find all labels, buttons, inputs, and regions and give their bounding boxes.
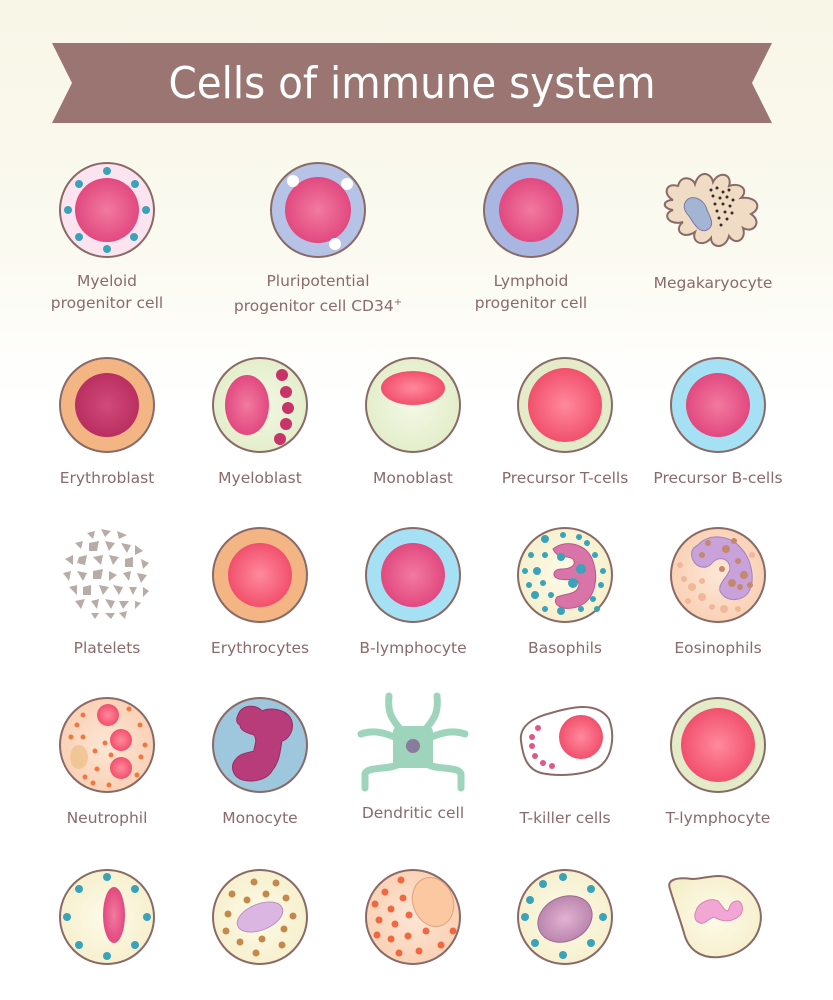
cell-icon bbox=[59, 869, 155, 965]
cell-megakaryocyte: Megakaryocyte bbox=[633, 160, 793, 294]
title-banner: Cells of immune system bbox=[52, 43, 772, 123]
cell-erythrocytes: Erythrocytes bbox=[180, 525, 340, 659]
cell-label: Myeloblast bbox=[218, 469, 302, 487]
cell-basophils: Basophils bbox=[485, 525, 645, 659]
erythrocytes-icon bbox=[212, 527, 308, 623]
cell-erythroblast: Erythroblast bbox=[27, 355, 187, 489]
cell-icon bbox=[668, 874, 762, 959]
page-title: Cells of immune system bbox=[168, 57, 656, 109]
neutrophil-icon bbox=[59, 697, 155, 793]
cell-label: B-lymphocyte bbox=[359, 639, 467, 657]
cell-b-lymphocyte: B-lymphocyte bbox=[333, 525, 493, 659]
cell-label: Precursor B-cells bbox=[653, 469, 783, 487]
megakaryocyte-icon bbox=[663, 173, 759, 247]
cell-label: Dendritic cell bbox=[361, 804, 465, 822]
cell-label: T-killer cells bbox=[519, 809, 611, 827]
cell-row5-2 bbox=[180, 867, 340, 967]
cell-t-killer: T-killer cells bbox=[485, 695, 645, 829]
b-lymphocyte-icon bbox=[365, 527, 461, 623]
cell-icon bbox=[365, 869, 461, 965]
cell-label: Megakaryocyte bbox=[653, 274, 773, 292]
cell-label: Basophils bbox=[527, 639, 603, 657]
cell-label: Platelets bbox=[73, 639, 141, 657]
cell-row5-4 bbox=[485, 867, 645, 967]
cell-precursor-b: Precursor B-cells bbox=[638, 355, 798, 489]
cell-label: Precursor T-cells bbox=[501, 469, 629, 487]
cell-eosinophils: Eosinophils bbox=[638, 525, 798, 659]
eosinophils-icon bbox=[670, 527, 766, 623]
basophils-icon bbox=[517, 527, 613, 623]
t-lymphocyte-icon bbox=[670, 697, 766, 793]
myeloblast-icon bbox=[212, 357, 308, 453]
dendritic-cell-icon bbox=[357, 692, 469, 792]
cell-dendritic: Dendritic cell bbox=[333, 690, 493, 824]
precursor-b-cells-icon bbox=[670, 357, 766, 453]
cell-label: Myeloid progenitor cell bbox=[50, 272, 164, 312]
cell-monocyte: Monocyte bbox=[180, 695, 340, 829]
cell-label: Erythroblast bbox=[59, 469, 155, 487]
cell-label: Monocyte bbox=[222, 809, 298, 827]
cell-label: Pluripotential progenitor cell CD34+ bbox=[233, 272, 403, 316]
monocyte-icon bbox=[212, 697, 308, 793]
cell-myeloid-progenitor: Myeloid progenitor cell bbox=[27, 160, 187, 314]
t-killer-cells-icon bbox=[519, 706, 614, 776]
cell-label: T-lymphocyte bbox=[665, 809, 771, 827]
cell-monoblast: Monoblast bbox=[333, 355, 493, 489]
precursor-t-cells-icon bbox=[517, 357, 613, 453]
cell-row5-5 bbox=[633, 867, 793, 967]
cell-label: Erythrocytes bbox=[210, 639, 310, 657]
cell-label: Lymphoid progenitor cell bbox=[474, 272, 588, 312]
cell-icon bbox=[212, 869, 308, 965]
cell-pluripotential-progenitor: Pluripotential progenitor cell CD34+ bbox=[218, 160, 418, 317]
cell-label: Eosinophils bbox=[674, 639, 762, 657]
myeloid-progenitor-icon bbox=[59, 162, 155, 258]
cell-t-lymphocyte: T-lymphocyte bbox=[638, 695, 798, 829]
monoblast-icon bbox=[365, 357, 461, 453]
platelets-icon bbox=[63, 529, 149, 619]
cell-row5-3 bbox=[333, 867, 493, 967]
ribbon-shape bbox=[52, 43, 772, 123]
cell-label: Monoblast bbox=[373, 469, 453, 487]
erythroblast-icon bbox=[59, 357, 155, 453]
cell-label: Neutrophil bbox=[66, 809, 148, 827]
cell-lymphoid-progenitor: Lymphoid progenitor cell bbox=[451, 160, 611, 314]
pluripotential-progenitor-icon bbox=[270, 162, 366, 258]
lymphoid-progenitor-icon bbox=[483, 162, 579, 258]
cell-precursor-t: Precursor T-cells bbox=[485, 355, 645, 489]
cell-myeloblast: Myeloblast bbox=[180, 355, 340, 489]
cell-platelets: Platelets bbox=[27, 525, 187, 659]
cell-icon bbox=[517, 869, 613, 965]
cell-neutrophil: Neutrophil bbox=[27, 695, 187, 829]
cell-row5-1 bbox=[27, 867, 187, 967]
